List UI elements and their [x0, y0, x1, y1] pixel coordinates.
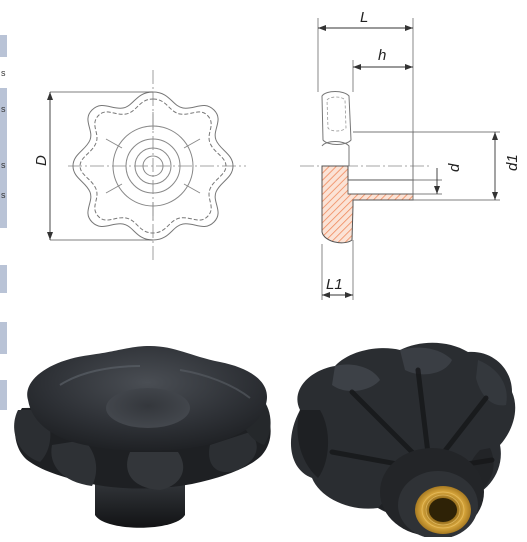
left-edge-mark: s	[1, 190, 6, 200]
bore-circle	[142, 155, 164, 177]
left-edge-mark: s	[1, 160, 6, 170]
rib-line	[105, 138, 123, 149]
knob-lobe	[51, 440, 97, 486]
rib-line	[183, 138, 201, 149]
left-strip-segment	[0, 265, 7, 293]
knob-upper-rib	[326, 96, 347, 132]
rib-line	[105, 183, 123, 194]
left-strip-segment	[0, 380, 7, 410]
knob-lobe	[476, 360, 507, 406]
dim-d-arrow	[434, 186, 440, 194]
rib-line	[183, 183, 201, 194]
knob-inner-outline	[79, 98, 227, 234]
dim-label-L: L	[360, 9, 368, 26]
insert-bore	[429, 498, 457, 522]
dim-label-d1: d1	[504, 154, 521, 171]
left-edge-mark: s	[1, 68, 6, 78]
dim-label-d: d	[446, 163, 463, 172]
knob-photo-top	[14, 346, 271, 528]
dim-d1-arrows	[492, 132, 498, 200]
knob-upper-profile	[321, 91, 352, 145]
knob-lobe	[332, 364, 380, 392]
knob-lobe	[400, 347, 452, 375]
knob-photo-bottom	[290, 342, 516, 539]
section-view	[300, 18, 500, 300]
dim-L1-arrows	[322, 292, 353, 298]
dim-label-h: h	[378, 47, 386, 64]
left-strip-segment	[0, 35, 7, 57]
knob-lobe	[127, 452, 184, 490]
section-hatched-body	[321, 165, 414, 244]
left-edge-mark: s	[1, 104, 6, 114]
hub-circle-inner	[134, 147, 172, 185]
knob-center-dish	[106, 388, 190, 428]
dim-label-D: D	[33, 155, 50, 166]
threaded-bore	[347, 179, 414, 195]
hub-circle-middle	[125, 138, 181, 194]
knob-lobe	[209, 432, 257, 473]
front-view	[47, 70, 246, 262]
dim-label-L1: L1	[326, 276, 343, 293]
knob-lobe	[297, 410, 329, 478]
left-strip-segment	[0, 88, 7, 228]
hub-circle-outer	[112, 125, 194, 207]
left-strip-segment	[0, 322, 7, 354]
